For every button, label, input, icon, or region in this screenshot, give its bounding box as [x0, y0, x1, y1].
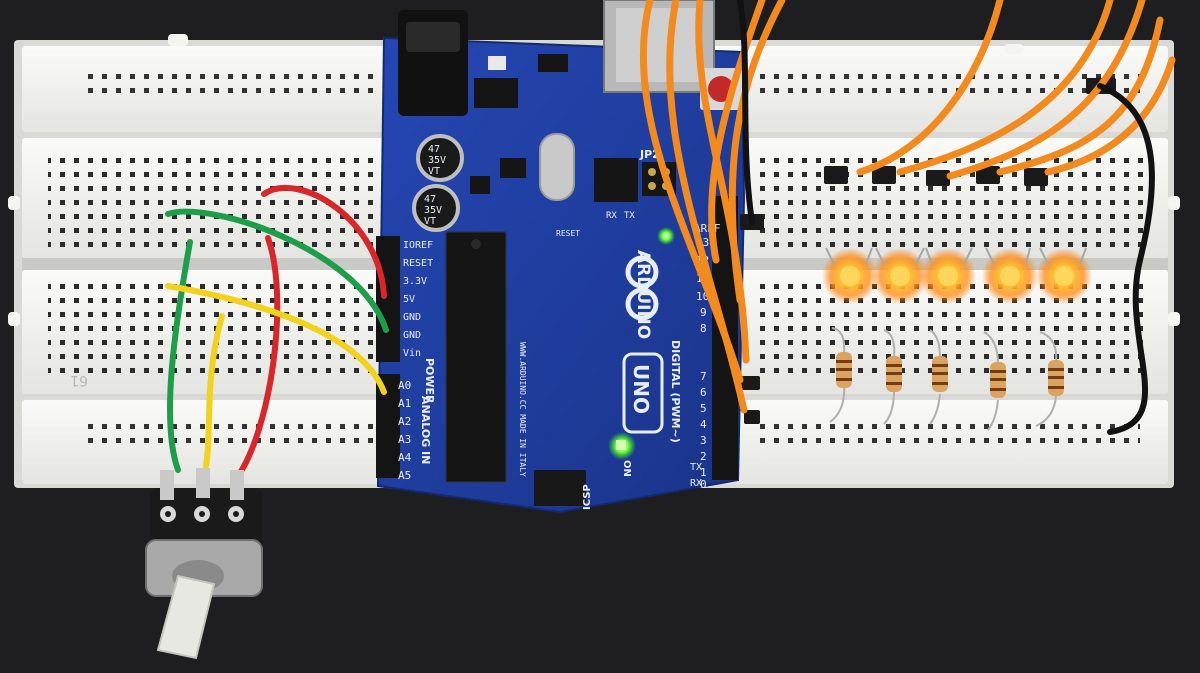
svg-text:5: 5 [700, 402, 707, 415]
svg-text:A5: A5 [398, 469, 411, 482]
svg-text:VT: VT [428, 166, 440, 177]
green-wire-gnd [165, 208, 389, 333]
crystal-oscillator [539, 133, 575, 201]
svg-text:5V: 5V [403, 294, 415, 305]
led-2 [872, 248, 928, 304]
capacitor-1: 47 35V VT [416, 134, 464, 182]
svg-text:IOREF: IOREF [403, 240, 433, 251]
yellow-wire-pot [203, 313, 225, 469]
svg-text:1: 1 [700, 466, 707, 479]
resistors [829, 327, 1058, 431]
svg-text:6: 6 [700, 386, 707, 399]
svg-text:35V: 35V [424, 205, 442, 216]
led-4 [982, 248, 1038, 304]
svg-text:3.3V: 3.3V [403, 276, 427, 287]
on-led: ON [608, 432, 636, 477]
svg-text:8: 8 [700, 322, 707, 335]
svg-text:2: 2 [700, 450, 707, 463]
led-5 [1036, 248, 1092, 304]
potentiometer-knob[interactable] [156, 574, 216, 660]
svg-text:47: 47 [424, 194, 436, 205]
resistor-bodies [836, 352, 1064, 398]
analog-header [376, 374, 400, 478]
orange-jumper-wires [639, 0, 1176, 414]
svg-text:35V: 35V [428, 155, 446, 166]
analog-title: ANALOG IN [419, 396, 432, 464]
svg-text:TX: TX [624, 211, 635, 221]
svg-text:3: 3 [700, 434, 707, 447]
svg-text:RESET: RESET [556, 229, 580, 238]
analog-pin-labels: A0 A1 A2 A3 A4 A5 [398, 379, 412, 482]
svg-text:A2: A2 [398, 415, 411, 428]
led-bar [822, 247, 1092, 304]
svg-text:RESET: RESET [403, 258, 433, 269]
red-wire-pot [235, 235, 281, 479]
breadboard-mark: 61 [70, 372, 88, 388]
svg-text:RX: RX [606, 211, 617, 221]
potentiometer-wires [165, 185, 389, 479]
svg-text:GND: GND [403, 312, 421, 323]
pin13-led [657, 227, 675, 245]
svg-text:UNO: UNO [629, 364, 653, 414]
atmega328-chip [445, 231, 507, 483]
digital-title: DIGITAL (PWM~) [669, 340, 682, 443]
infinity-logo [625, 255, 659, 321]
power-pin-labels: IOREF RESET 3.3V 5V GND GND Vin [403, 240, 433, 359]
led-1 [822, 248, 878, 304]
svg-text:ICSP: ICSP [582, 484, 593, 510]
svg-text:A3: A3 [398, 433, 411, 446]
capacitor-2: 47 35V VT [412, 184, 460, 232]
svg-text:ON: ON [621, 460, 632, 477]
website-label: WWW.ARDUINO.CC MADE IN ITALY [518, 342, 527, 477]
uno-badge: UNO [622, 352, 664, 434]
svg-text:0: 0 [700, 478, 707, 491]
svg-text:TX: TX [690, 462, 702, 473]
svg-text:A4: A4 [398, 451, 412, 464]
svg-text:A0: A0 [398, 379, 411, 392]
svg-text:7: 7 [700, 370, 707, 383]
svg-text:A1: A1 [398, 397, 411, 410]
svg-text:4: 4 [700, 418, 707, 431]
svg-text:GND: GND [403, 330, 421, 341]
red-wire-5v [261, 185, 387, 299]
black-wires [737, 0, 1155, 435]
svg-text:Vin: Vin [403, 348, 421, 359]
arduino-uno-board: 47 35V VT 47 35V VT JP2 RX TX RESET [376, 0, 746, 514]
power-title: POWER [423, 358, 436, 404]
svg-text:47: 47 [428, 144, 440, 155]
svg-text:VT: VT [424, 216, 436, 227]
led-3 [920, 248, 976, 304]
power-header [376, 236, 400, 362]
potentiometer[interactable] [145, 468, 263, 660]
icsp-header [534, 470, 586, 506]
green-wire-pot [166, 239, 193, 473]
svg-text:9: 9 [700, 306, 707, 319]
yellow-wire-a0 [165, 283, 387, 395]
svg-text:RX: RX [690, 478, 702, 489]
